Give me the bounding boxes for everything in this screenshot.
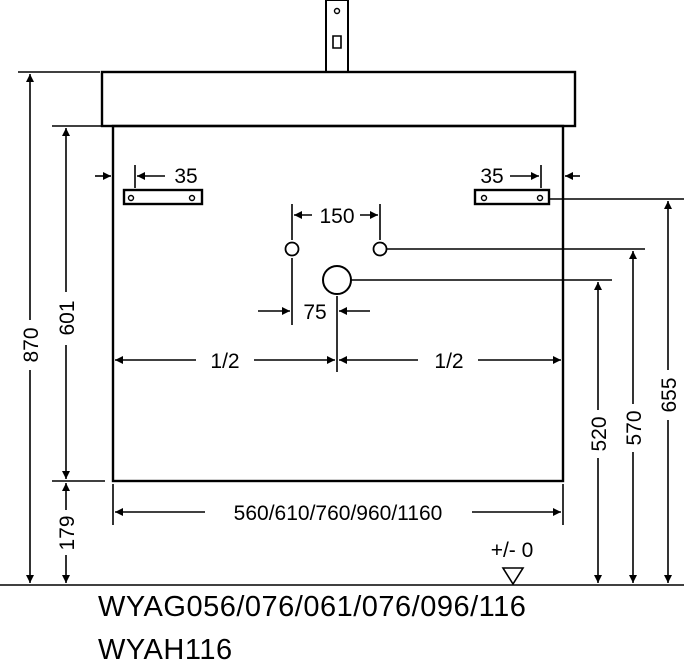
bracket-right (473, 188, 551, 206)
bracket-left (122, 188, 204, 206)
label-half-right: 1/2 (434, 350, 463, 373)
label-widths: 560/610/760/960/1160 (234, 502, 443, 525)
cabinet (111, 124, 565, 483)
drain-hole (322, 265, 352, 295)
washbasin (100, 70, 577, 128)
label-tolerance: +/- 0 (491, 539, 534, 562)
label-bracket-left: 35 (174, 165, 197, 188)
faucet-icon (325, 0, 349, 73)
label-holes-height: 570 (623, 410, 646, 445)
model-list-secondary: WYAH116 (98, 634, 233, 666)
model-list-primary: WYAG056/076/061/076/096/116 (98, 591, 527, 623)
label-cabinet-height: 601 (56, 300, 79, 335)
label-hole-offset: 75 (303, 301, 326, 324)
supply-hole-left (284, 241, 300, 257)
label-hole-spacing: 150 (319, 205, 354, 228)
label-total-height: 870 (20, 327, 43, 362)
supply-hole-right (372, 241, 388, 257)
label-drain-height: 520 (588, 416, 611, 451)
label-bracket-height: 655 (658, 377, 681, 412)
triangle-down-icon (501, 567, 525, 586)
label-half-left: 1/2 (210, 350, 239, 373)
label-bracket-right: 35 (480, 165, 503, 188)
label-floor-gap: 179 (56, 515, 79, 550)
